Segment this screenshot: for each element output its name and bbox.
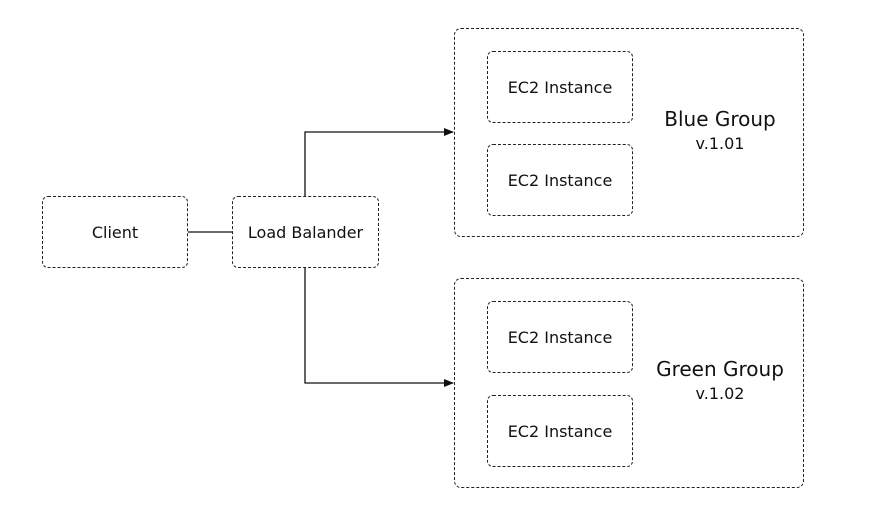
blue-instance-2[interactable]: EC2 Instance (487, 144, 633, 216)
load-balancer-label: Load Balander (247, 222, 364, 242)
client-label: Client (91, 222, 139, 242)
blue-group-title: Blue Group (664, 107, 776, 131)
instance-label: EC2 Instance (507, 170, 613, 190)
green-group-version: v.1.02 (695, 384, 745, 403)
green-group-title: Green Group (656, 357, 784, 381)
instance-label: EC2 Instance (507, 77, 613, 97)
load-balancer-node[interactable]: Load Balander (232, 196, 379, 268)
lb-to-blue-arrow (304, 128, 454, 196)
blue-group[interactable] (454, 28, 804, 237)
green-group[interactable] (454, 278, 804, 488)
instance-label: EC2 Instance (507, 421, 613, 441)
blue-instance-1[interactable]: EC2 Instance (487, 51, 633, 123)
instance-label: EC2 Instance (507, 327, 613, 347)
green-instance-1[interactable]: EC2 Instance (487, 301, 633, 373)
green-instance-2[interactable]: EC2 Instance (487, 395, 633, 467)
client-node[interactable]: Client (42, 196, 188, 268)
blue-group-version: v.1.01 (695, 134, 745, 153)
lb-to-green-arrow (304, 268, 454, 387)
